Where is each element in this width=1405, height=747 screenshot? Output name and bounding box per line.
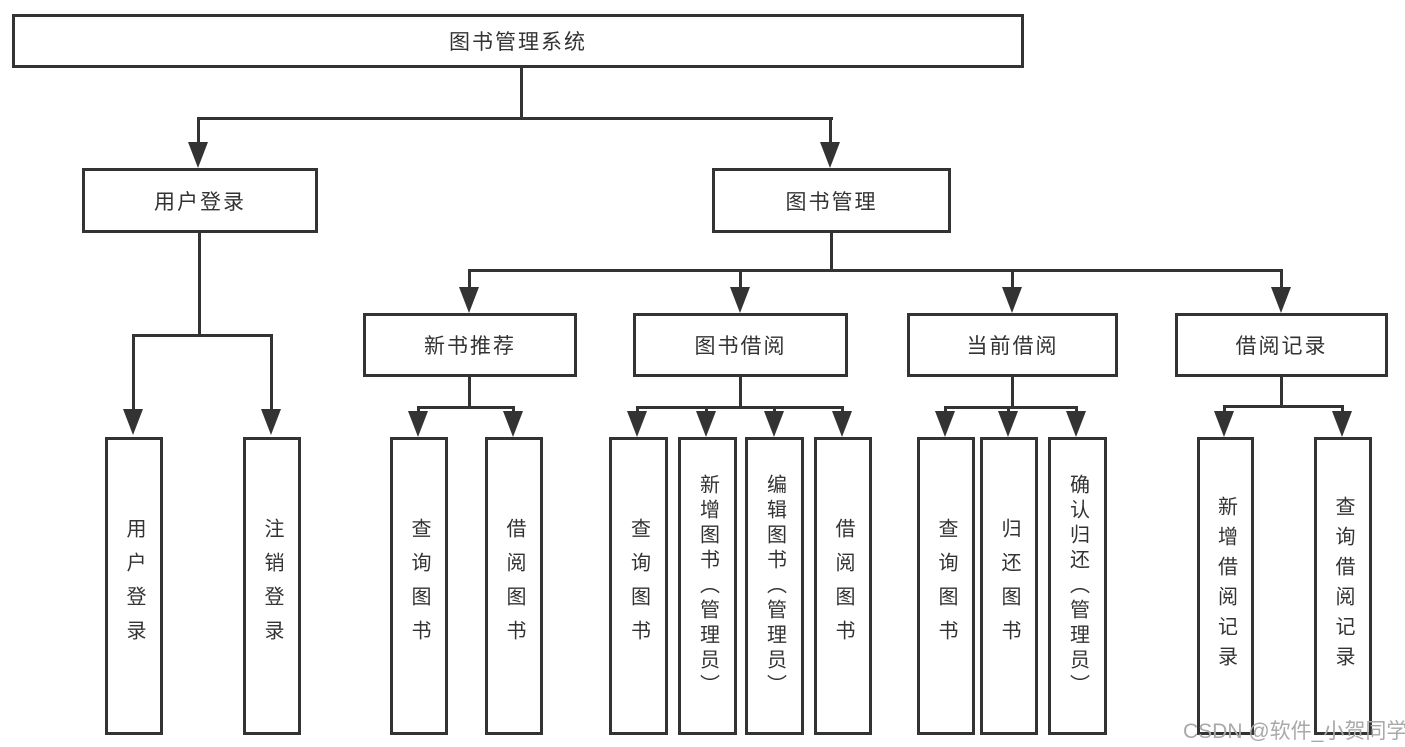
node-user-login: 用户登录 [82,168,318,233]
connector-book-borrow-drop [739,269,742,289]
leaf-br-query-record: 查询借阅记录 [1314,437,1372,735]
arrowhead-nb-query-icon [408,411,428,437]
leaf-cb-confirm-return-label: 确认归还（管理员） [1066,473,1089,699]
node-current-borrowing: 当前借阅 [907,313,1118,377]
csdn-watermark: CSDN @软件_小贺同学 [1183,720,1405,743]
leaf-bb-add-books-label: 新增图书（管理员） [696,473,719,699]
connector-bb-query-drop [636,406,639,413]
node-new-book-recommend: 新书推荐 [363,313,577,377]
leaf-nb-query-books-label: 查询图书 [408,518,430,654]
leaf-bb-add-books: 新增图书（管理员） [678,437,737,735]
node-root-label: 图书管理系统 [449,31,587,54]
node-borrowing-records: 借阅记录 [1175,313,1388,377]
connector-bb-edit-drop [773,406,776,413]
connector-borrow-records-drop [1280,269,1283,289]
node-book-borrowing: 图书借阅 [633,313,848,377]
connector-br-add-drop [1223,405,1226,413]
arrowhead-book-mgmt-icon [820,142,840,168]
arrowhead-br-query-icon [1332,411,1352,437]
arrowhead-cb-query-icon [935,411,955,437]
connector-current-borrow-drop [1011,269,1014,289]
node-book-borrowing-label: 图书借阅 [694,335,787,358]
connector-nb-borrow-drop [512,406,515,413]
arrowhead-borrow-records-icon [1271,287,1291,313]
arrowhead-br-add-icon [1214,411,1234,437]
connector-borrow-records-stem [1280,375,1283,407]
connector-new-book-rail [418,406,515,409]
node-root: 图书管理系统 [12,14,1024,68]
arrowhead-login-icon [123,409,143,435]
node-new-book-recommend-label: 新书推荐 [424,335,516,358]
leaf-login-label: 用户登录 [123,518,145,654]
node-book-management-label: 图书管理 [785,190,878,214]
arrowhead-bb-query-icon [627,411,647,437]
connector-book-borrow-rail [637,406,844,409]
connector-bb-add-drop [705,406,708,413]
arrowhead-cb-return-icon [998,411,1018,437]
node-current-borrowing-label: 当前借阅 [966,335,1059,358]
leaf-br-query-record-label: 查询借阅记录 [1332,496,1354,676]
leaf-br-add-record: 新增借阅记录 [1197,437,1254,735]
arrowhead-logout-icon [261,409,281,435]
connector-user-login-rail [133,334,273,337]
leaf-br-add-record-label: 新增借阅记录 [1214,496,1237,676]
arrowhead-bb-borrow-icon [832,411,852,437]
arrowhead-bb-edit-icon [764,411,784,437]
leaf-nb-borrow-books-label: 借阅图书 [503,518,525,654]
node-user-login-label: 用户登录 [154,190,246,214]
leaf-nb-borrow-books: 借阅图书 [485,437,543,735]
connector-book-mgmt-stem [830,233,833,271]
leaf-bb-query-books: 查询图书 [609,437,668,735]
connector-root-stem [520,66,523,118]
leaf-cb-confirm-return: 确认归还（管理员） [1048,437,1107,735]
arrowhead-new-book-icon [459,287,479,313]
connector-new-book-stem [468,375,471,409]
leaf-cb-query-books: 查询图书 [917,437,975,735]
connector-nb-query-drop [417,406,420,413]
leaf-bb-borrow-books: 借阅图书 [814,437,872,735]
connector-user-login-drop [197,117,200,144]
leaf-bb-query-books-label: 查询图书 [627,518,650,654]
arrowhead-cb-confirm-icon [1066,411,1086,437]
arrowhead-book-borrow-icon [730,287,750,313]
leaf-bb-edit-books-label: 编辑图书（管理员） [763,473,786,699]
leaf-cb-query-books-label: 查询图书 [935,518,957,654]
node-borrowing-records-label: 借阅记录 [1235,335,1328,358]
arrowhead-bb-add-icon [696,411,716,437]
node-book-management: 图书管理 [712,168,951,233]
arrowhead-user-login-icon [188,142,208,168]
connector-book-mgmt-drop [829,117,832,144]
connector-current-borrow-stem [1011,375,1014,408]
connector-login-drop [132,334,135,411]
connector-br-query-drop [1341,405,1344,413]
leaf-bb-edit-books: 编辑图书（管理员） [745,437,804,735]
connector-cb-query-drop [944,406,947,413]
leaf-login: 用户登录 [105,437,163,735]
connector-new-book-drop [468,269,471,289]
leaf-bb-borrow-books-label: 借阅图书 [832,518,854,654]
connector-current-borrow-rail [945,406,1078,409]
leaf-cb-return-books: 归还图书 [980,437,1038,735]
connector-book-borrow-stem [739,375,742,408]
leaf-logout: 注销登录 [243,437,301,735]
connector-book-mgmt-rail [468,269,1283,272]
arrowhead-nb-borrow-icon [503,411,523,437]
connector-user-login-stem [198,233,201,335]
connector-root-rail [197,117,833,120]
leaf-cb-return-books-label: 归还图书 [998,518,1020,654]
connector-bb-borrow-drop [841,406,844,413]
leaf-nb-query-books: 查询图书 [390,437,448,735]
leaf-logout-label: 注销登录 [261,518,283,654]
arrowhead-current-borrow-icon [1002,287,1022,313]
connector-cb-confirm-drop [1075,406,1078,413]
connector-cb-return-drop [1007,406,1010,413]
connector-logout-drop [270,334,273,411]
connector-borrow-records-rail [1224,405,1344,408]
